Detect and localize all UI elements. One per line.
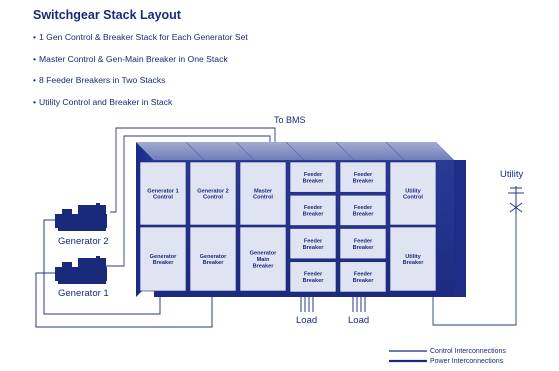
cell-label: Main: [257, 257, 270, 263]
generator-2-label: Generator 2: [58, 236, 109, 247]
cell-label: Breaker: [203, 260, 225, 266]
control-interconnections: [103, 127, 517, 326]
cell-label: Feeder: [354, 272, 373, 278]
to-bms-label: To BMS: [274, 115, 306, 125]
load-label-2: Load: [348, 315, 369, 326]
cell-panel: [339, 194, 387, 226]
generator-1-icon: [55, 256, 107, 284]
cell-panel: [189, 226, 237, 292]
cell-label: Feeder: [304, 238, 323, 244]
cell-label: Control: [253, 195, 273, 201]
cell-panel: [389, 161, 437, 226]
cell-label: Utility: [405, 254, 421, 260]
cell-panel: [389, 226, 437, 292]
generator-2-icon: [55, 203, 107, 231]
cell-panel: [339, 228, 387, 260]
page-title: Switchgear Stack Layout: [33, 8, 181, 22]
cell-label: Generator: [200, 254, 228, 260]
cell-label: Breaker: [253, 263, 275, 269]
cell-label: Control: [403, 195, 423, 201]
bullet-item: 1 Gen Control & Breaker Stack for Each G…: [33, 31, 248, 53]
cell-label: Feeder: [354, 172, 373, 178]
cell-label: Generator: [250, 251, 278, 257]
cell-panel: [289, 161, 337, 193]
cell-label: Control: [203, 195, 223, 201]
bullet-item: 8 Feeder Breakers in Two Stacks: [33, 74, 248, 96]
cell-label: Feeder: [304, 272, 323, 278]
cell-label: Feeder: [354, 205, 373, 211]
legend: Control Interconnections Power Interconn…: [389, 348, 506, 365]
cell-label: Breaker: [353, 212, 375, 218]
cell-label: Generator 1: [147, 188, 178, 194]
cell-label: Control: [153, 195, 173, 201]
cell-label: Breaker: [303, 212, 325, 218]
cell-panel: [239, 226, 287, 292]
cell-panel: [139, 161, 187, 226]
cell-label: Feeder: [304, 205, 323, 211]
cell-label: Generator: [150, 254, 178, 260]
cell-label: Breaker: [353, 278, 375, 284]
bullet-list: 1 Gen Control & Breaker Stack for Each G…: [33, 31, 248, 118]
generator-1-label: Generator 1: [58, 288, 109, 299]
utility-tower-icon: [508, 186, 524, 214]
cell-panel: [289, 228, 337, 260]
cell-label: Generator 2: [197, 188, 228, 194]
cell-label: Feeder: [304, 172, 323, 178]
utility-label: Utility: [500, 169, 523, 180]
cell-label: Breaker: [303, 245, 325, 251]
cell-panel: [339, 161, 387, 193]
cell-panel: [239, 161, 287, 226]
cell-label: Master: [254, 188, 273, 194]
bullet-item: Master Control & Gen-Main Breaker in One…: [33, 53, 248, 75]
cell-panel: [189, 161, 237, 226]
cell-label: Breaker: [303, 178, 325, 184]
cell-label: Utility: [405, 188, 421, 194]
cell-panel: [289, 194, 337, 226]
cell-label: Breaker: [403, 260, 425, 266]
cell-label: Breaker: [153, 260, 175, 266]
legend-control-label: Control Interconnections: [430, 348, 506, 355]
cell-label: Breaker: [303, 278, 325, 284]
cell-label: Breaker: [353, 245, 375, 251]
cabinet-cells: Generator 1ControlGeneratorBreakerGenera…: [139, 161, 437, 293]
cell-panel: [289, 261, 337, 293]
cell-panel: [339, 261, 387, 293]
cell-label: Feeder: [354, 238, 373, 244]
cell-label: Breaker: [353, 178, 375, 184]
bullet-item: Utility Control and Breaker in Stack: [33, 96, 248, 118]
cell-panel: [139, 226, 187, 292]
load-label-1: Load: [296, 315, 317, 326]
legend-power-label: Power Interconnections: [430, 358, 504, 365]
